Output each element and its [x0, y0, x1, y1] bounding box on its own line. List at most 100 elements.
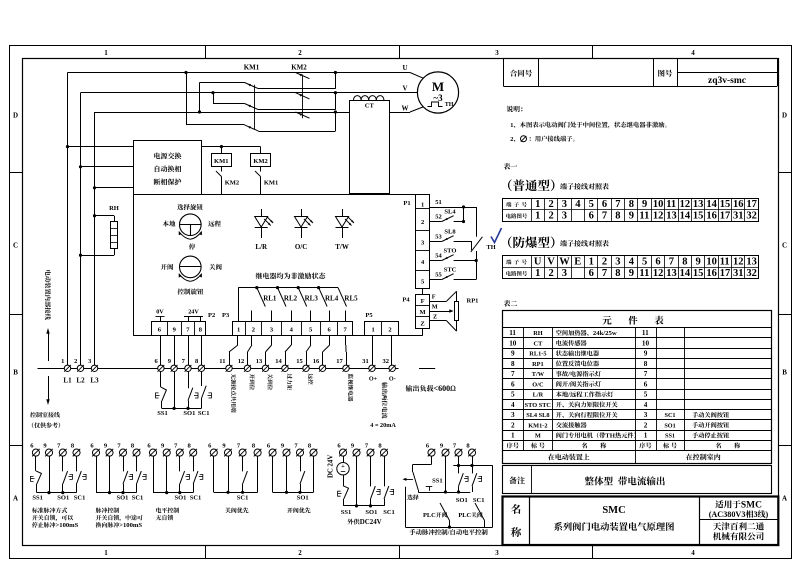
svg-text:2: 2: [549, 210, 554, 221]
svg-text:9: 9: [222, 442, 226, 449]
svg-text:SS1: SS1: [665, 433, 675, 440]
svg-text:9: 9: [351, 442, 355, 449]
svg-text:P3: P3: [222, 312, 230, 319]
svg-text:8: 8: [308, 442, 312, 449]
svg-text:12: 12: [680, 199, 691, 210]
svg-text:6: 6: [589, 268, 594, 279]
svg-text:SS1: SS1: [157, 410, 167, 417]
svg-text:9: 9: [104, 442, 108, 449]
svg-text:16: 16: [733, 199, 744, 210]
svg-text:RP1: RP1: [532, 361, 544, 368]
svg-text:Z: Z: [420, 320, 424, 327]
svg-text:): ): [766, 510, 769, 519]
svg-text:6: 6: [602, 199, 607, 210]
svg-text:KM2: KM2: [291, 64, 307, 72]
svg-text:9: 9: [168, 358, 172, 365]
svg-text:SL4: SL4: [444, 209, 456, 216]
svg-text:2: 2: [510, 136, 513, 143]
svg-text:F: F: [432, 294, 436, 301]
svg-text:11: 11: [666, 199, 676, 210]
svg-text:7: 7: [644, 370, 648, 378]
svg-text:3: 3: [562, 199, 567, 210]
svg-text:1: 1: [237, 326, 240, 333]
svg-text:1: 1: [510, 122, 513, 129]
svg-text:8: 8: [615, 210, 620, 221]
svg-text:SO1: SO1: [365, 509, 377, 516]
svg-text:8: 8: [252, 442, 256, 449]
svg-text:KM1: KM1: [264, 180, 278, 187]
svg-text:SS1: SS1: [432, 477, 442, 484]
svg-text:7: 7: [174, 442, 178, 449]
svg-text:6: 6: [655, 256, 660, 267]
svg-text:8: 8: [615, 268, 620, 279]
svg-text:(AC380V3: (AC380V3: [709, 510, 746, 519]
svg-text:2: 2: [549, 268, 554, 279]
svg-text:5: 5: [421, 279, 425, 286]
svg-text:O-: O-: [389, 376, 396, 383]
svg-text:14: 14: [706, 199, 717, 210]
svg-text:10: 10: [653, 199, 664, 210]
svg-text:3: 3: [562, 210, 567, 221]
svg-text:RL2: RL2: [284, 295, 298, 303]
svg-text:6: 6: [158, 326, 162, 333]
svg-text:17: 17: [336, 358, 343, 365]
svg-text:2: 2: [298, 549, 302, 557]
svg-text:55: 55: [435, 272, 442, 279]
svg-text:15: 15: [720, 199, 731, 210]
svg-text:2: 2: [511, 421, 515, 429]
svg-text:3: 3: [495, 49, 499, 57]
svg-text:3: 3: [495, 549, 499, 557]
svg-text:31: 31: [733, 210, 744, 221]
svg-text:<600: <600: [434, 384, 451, 393]
svg-text:2: 2: [602, 256, 607, 267]
svg-text:SMC: SMC: [741, 501, 762, 511]
svg-text:B: B: [13, 369, 18, 377]
svg-text:4: 4: [575, 199, 581, 210]
svg-text:RL4: RL4: [325, 295, 339, 303]
svg-text:RL5: RL5: [344, 295, 358, 303]
svg-text:5: 5: [644, 391, 648, 399]
svg-text:10: 10: [706, 256, 717, 267]
svg-text:3: 3: [270, 326, 274, 333]
svg-text:4 = 20mA: 4 = 20mA: [370, 422, 396, 429]
svg-text:8: 8: [131, 442, 135, 449]
svg-text:SC1: SC1: [383, 509, 395, 516]
svg-text:T/W: T/W: [532, 371, 545, 378]
svg-text:32: 32: [383, 358, 390, 365]
svg-text:3: 3: [644, 411, 648, 419]
svg-text:7: 7: [344, 326, 348, 333]
svg-text:15: 15: [693, 268, 704, 279]
svg-text:1: 1: [589, 256, 594, 267]
svg-text:TH: TH: [605, 433, 615, 440]
svg-text:/: /: [567, 381, 570, 388]
svg-text:13: 13: [666, 268, 677, 279]
svg-text:11: 11: [720, 256, 730, 267]
svg-text:D: D: [13, 112, 18, 120]
svg-text:8: 8: [199, 326, 203, 333]
svg-text:7: 7: [511, 370, 515, 378]
svg-text:1: 1: [644, 432, 648, 440]
svg-text:P5: P5: [365, 312, 373, 319]
svg-text:9: 9: [440, 442, 444, 449]
svg-text:W: W: [559, 256, 570, 267]
svg-text:31: 31: [733, 268, 744, 279]
svg-text:P1: P1: [403, 200, 410, 207]
svg-text:SC1: SC1: [190, 494, 202, 501]
svg-text:SO1: SO1: [664, 422, 675, 429]
svg-text:14: 14: [275, 358, 282, 365]
svg-text:6: 6: [511, 380, 515, 388]
svg-text:7: 7: [182, 358, 186, 365]
svg-text:12: 12: [653, 210, 664, 221]
svg-text:1: 1: [535, 199, 540, 210]
svg-text:SO1: SO1: [456, 497, 468, 504]
svg-text:7: 7: [294, 442, 298, 449]
svg-text:SO1: SO1: [297, 494, 309, 501]
svg-text:13: 13: [693, 199, 704, 210]
svg-text:STC: STC: [444, 267, 457, 274]
svg-text:2: 2: [421, 219, 424, 226]
svg-text:9: 9: [173, 326, 177, 333]
svg-text:5: 5: [309, 326, 313, 333]
svg-text:10: 10: [509, 339, 517, 347]
svg-text:2: 2: [298, 49, 302, 57]
svg-text:RL1: RL1: [263, 295, 277, 303]
